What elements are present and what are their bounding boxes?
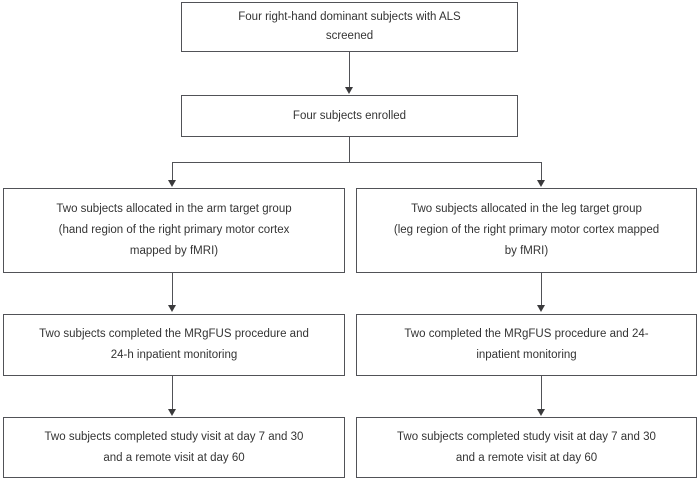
connector-split-bar <box>172 162 542 164</box>
node-subjects-screened: Four right-hand dominant subjects with A… <box>181 2 518 52</box>
arrowhead-down-icon <box>168 409 176 416</box>
node-subjects-enrolled: Four subjects enrolled <box>181 95 518 137</box>
connector-leg-procedure-to-visits <box>541 376 543 410</box>
node-leg-study-visits: Two subjects completed study visit at da… <box>356 417 697 478</box>
arrowhead-down-icon <box>537 180 545 187</box>
connector-leg-alloc-to-procedure <box>541 273 543 306</box>
node-arm-study-visits: Two subjects completed study visit at da… <box>3 417 345 478</box>
arrowhead-down-icon <box>168 305 176 312</box>
arrowhead-down-icon <box>537 305 545 312</box>
connector-enrolled-stem <box>349 137 351 162</box>
node-leg-target-group: Two subjects allocated in the leg target… <box>356 188 697 273</box>
node-arm-target-group: Two subjects allocated in the arm target… <box>3 188 345 273</box>
connector-screened-to-enrolled <box>349 52 351 88</box>
connector-split-to-leg <box>541 162 543 181</box>
arrowhead-down-icon <box>537 409 545 416</box>
arrowhead-down-icon <box>345 87 353 94</box>
arrowhead-down-icon <box>168 180 176 187</box>
connector-arm-procedure-to-visits <box>172 376 174 410</box>
connector-arm-alloc-to-procedure <box>172 273 174 306</box>
connector-split-to-arm <box>172 162 174 181</box>
node-arm-mrgfus-procedure: Two subjects completed the MRgFUS proced… <box>3 314 345 376</box>
node-leg-mrgfus-procedure: Two completed the MRgFUS procedure and 2… <box>356 314 697 376</box>
